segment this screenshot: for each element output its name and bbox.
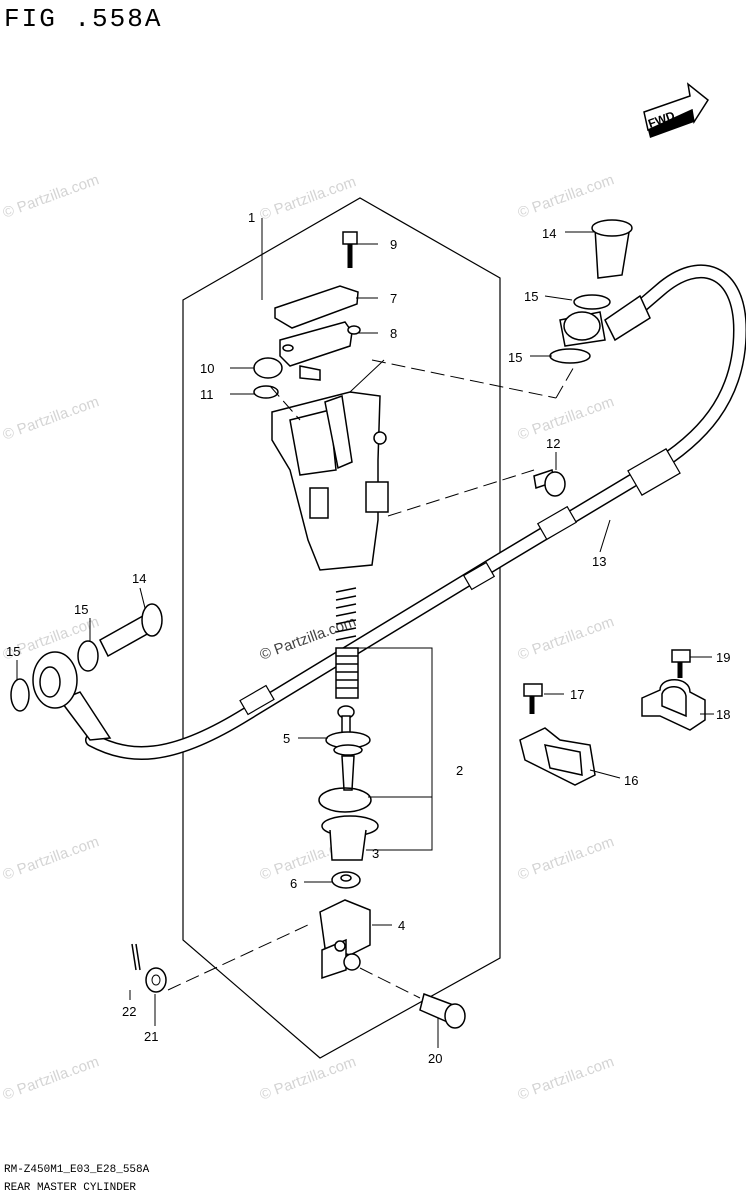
callout-20: 20 (428, 1051, 442, 1066)
callout-2: 2 (456, 763, 463, 778)
footer-code: RM-Z450M1_E03_E28_558A (4, 1164, 150, 1176)
callout-17: 17 (570, 687, 584, 702)
svg-text:© Partzilla.com: © Partzilla.com (1, 833, 102, 884)
svg-text:© Partzilla.com: © Partzilla.com (1, 1053, 102, 1104)
callout-4: 4 (398, 918, 405, 933)
callout-14-right: 14 (542, 226, 556, 241)
reservoir-plate-10 (253, 357, 283, 379)
figure-title: FIG .558A (4, 4, 163, 34)
callout-22: 22 (122, 1004, 136, 1019)
svg-text:© Partzilla.com: © Partzilla.com (258, 173, 359, 224)
screw-9 (342, 231, 358, 268)
svg-text:© Partzilla.com: © Partzilla.com (516, 171, 617, 222)
assembly-outline (182, 197, 501, 1059)
footer-name: REAR MASTER CYLINDER (4, 1182, 137, 1194)
piston-spring (335, 587, 359, 699)
callout-1: 1 (248, 210, 255, 225)
callout-18: 18 (716, 707, 730, 722)
svg-text:© Partzilla.com: © Partzilla.com (516, 613, 617, 664)
leader-lines (16, 218, 714, 1048)
callout-3: 3 (372, 846, 379, 861)
boot-3 (321, 815, 379, 861)
reservoir-cap (274, 285, 361, 381)
callout-21: 21 (144, 1029, 158, 1044)
callouts: 1 2 3 4 5 6 7 8 9 10 11 12 13 14 14 15 1… (6, 210, 730, 1066)
callout-9: 9 (390, 237, 397, 252)
brake-hose (85, 264, 746, 760)
callout-11: 11 (200, 387, 214, 402)
cotter-pin-22 (131, 943, 141, 971)
nut-6 (331, 871, 361, 889)
banjo-fitting-right (549, 219, 651, 364)
callout-15-b: 15 (508, 350, 522, 365)
push-rod-5 (325, 705, 371, 791)
svg-text:© Partzilla.com: © Partzilla.com (516, 1053, 617, 1104)
callout-16: 16 (624, 773, 638, 788)
clevis-pin-20 (419, 993, 466, 1029)
master-cylinder-body (271, 359, 389, 571)
washer-21 (145, 967, 167, 993)
bolt-17 (523, 683, 543, 714)
svg-text:© Partzilla.com: © Partzilla.com (516, 833, 617, 884)
svg-text:© Partzilla.com: © Partzilla.com (258, 1053, 359, 1104)
callout-7: 7 (390, 291, 397, 306)
callout-14-left: 14 (132, 571, 146, 586)
clevis-4 (319, 899, 371, 980)
callout-15-a: 15 (524, 289, 538, 304)
callout-8: 8 (390, 326, 397, 341)
hose-clamp-18 (641, 679, 706, 731)
callout-15-c: 15 (74, 602, 88, 617)
fwd-arrow-icon: FWD (643, 82, 709, 138)
svg-text:© Partzilla.com: © Partzilla.com (516, 393, 617, 444)
callout-5: 5 (283, 731, 290, 746)
hose-guide-16 (519, 727, 596, 786)
circlip-11 (253, 385, 279, 399)
callout-6: 6 (290, 876, 297, 891)
callout-10: 10 (200, 361, 214, 376)
svg-text:© Partzilla.com: © Partzilla.com (1, 171, 102, 222)
callout-19: 19 (716, 650, 730, 665)
snap-ring (318, 787, 372, 813)
callout-12: 12 (546, 436, 560, 451)
svg-text:© Partzilla.com: © Partzilla.com (1, 393, 102, 444)
bolt-12 (533, 469, 566, 497)
callout-15-d: 15 (6, 644, 20, 659)
assembly-lines (167, 359, 576, 999)
banjo-fitting-left (10, 603, 163, 741)
bolt-19 (671, 649, 691, 678)
callout-13: 13 (592, 554, 606, 569)
